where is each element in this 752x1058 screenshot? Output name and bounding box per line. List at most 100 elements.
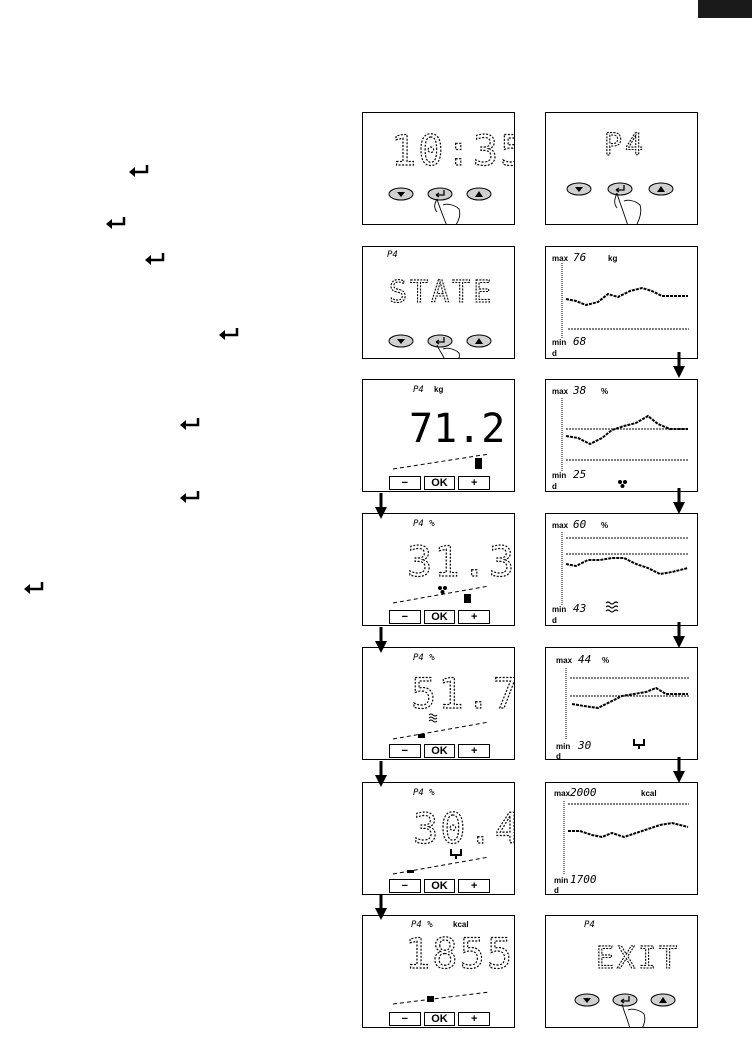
down-triangle-icon [397,339,405,344]
down-arrow-icon [673,352,685,378]
plus-button[interactable]: + [458,610,491,624]
control-buttons: − OK + [389,879,491,894]
plus-button[interactable]: + [458,476,491,490]
unit-label: % [601,387,608,396]
minus-button[interactable]: − [389,1012,421,1026]
lcd-screen-state: P4 STATE [362,246,515,359]
section-tab [698,0,752,18]
user-label: P4 % [411,920,433,930]
control-buttons: − OK + [389,476,491,491]
max-value: 2000 [570,786,597,799]
minus-button[interactable]: − [389,476,421,490]
ok-button[interactable]: OK [423,610,456,624]
min-value: 30 [577,739,592,752]
min-value: 25 [573,468,586,481]
water-value: 51.7 [411,669,515,718]
enter-button[interactable] [607,182,633,196]
ok-button[interactable]: OK [423,476,456,490]
enter-key-icon [106,217,126,229]
control-buttons: − OK + [389,1012,491,1027]
control-buttons: − OK + [389,744,491,759]
exit-word: EXIT [596,941,680,976]
ok-button[interactable]: OK [423,879,456,893]
trend-line [392,991,490,1005]
plus-button[interactable]: + [458,879,491,893]
muscle-trend-line [571,686,688,710]
unit-label: kg [434,385,443,394]
max-label: max [554,789,571,798]
lcd-screen-exit: P4 EXIT [545,915,698,1028]
down-triangle-icon [583,998,591,1003]
level-marker [407,870,414,873]
down-triangle-icon [397,192,405,197]
fat-icon [438,586,447,594]
muscle-icon [450,849,462,859]
water-icon [428,713,438,723]
enter-button[interactable] [427,334,453,348]
graph-screen-water: max 60 % min 43 d [545,513,698,626]
ok-button[interactable]: OK [423,744,456,758]
fat-trend-line [565,414,688,446]
min-label: min [552,338,566,347]
user-label: P4 [413,385,424,395]
muscle-value: 30.4 [413,804,515,853]
unit-label: % [602,656,609,665]
graph-screen-muscle: max 44 % min 30 d [545,647,698,760]
axis-label: d [552,616,557,625]
down-arrow-icon [673,622,685,648]
max-value: 38 [572,384,587,397]
min-value: 43 [573,602,586,615]
ok-button[interactable]: OK [423,1012,456,1026]
max-value: 60 [573,518,587,531]
user-label: P4 % [413,653,435,663]
nav-buttons [388,187,492,201]
enter-button[interactable] [427,187,453,201]
enter-key-icon [219,328,239,340]
pointing-hand-icon [434,198,461,224]
enter-key-icon [620,996,630,1004]
trend-line [392,585,490,604]
axis-label: d [552,482,557,491]
trend-line [392,721,490,740]
plus-button[interactable]: + [458,1012,491,1026]
lcd-screen-weight: P4 kg 71.2 − OK + [362,379,515,492]
min-value: 1700 [570,873,597,886]
user-label: P4 [387,250,398,260]
level-marker [418,734,425,738]
minus-button[interactable]: − [389,610,421,624]
level-marker [464,594,471,603]
pointing-hand-icon [621,1003,646,1027]
level-marker [475,458,482,469]
down-arrow-icon [375,894,387,920]
control-buttons: − OK + [389,610,491,625]
enter-button[interactable] [612,993,638,1007]
enter-key-icon [145,253,165,265]
max-value: 44 [578,653,591,666]
down-arrow-icon [673,757,685,783]
max-label: max [552,521,569,530]
axis-label: d [554,886,559,895]
graph-screen-kcal: max 2000 kcal min 1700 d [545,782,698,895]
user-label: P4 [584,920,595,930]
unit-label: % [601,521,608,530]
graph-screen-fat: max 38 % min 25 d [545,379,698,492]
lcd-screen-user: P4 [545,112,698,225]
user-label: P4 [604,128,646,163]
plus-button[interactable]: + [458,744,491,758]
minus-button[interactable]: − [389,879,421,893]
pointing-hand-icon [614,192,642,224]
up-triangle-icon [659,997,667,1003]
max-value: 76 [573,251,587,264]
water-trend-line [565,557,689,576]
kcal-value: 1855 [405,929,514,978]
min-value: 68 [573,335,587,348]
down-arrow-icon [375,493,387,519]
axis-label: d [552,349,557,358]
unit-label: kcal [641,789,657,798]
enter-key-icon [435,337,445,345]
unit-label: kg [608,254,617,263]
minus-button[interactable]: − [389,744,421,758]
lcd-screen-clock: 10:35 [362,112,515,225]
min-label: min [556,742,570,751]
enter-key-icon [435,190,445,198]
